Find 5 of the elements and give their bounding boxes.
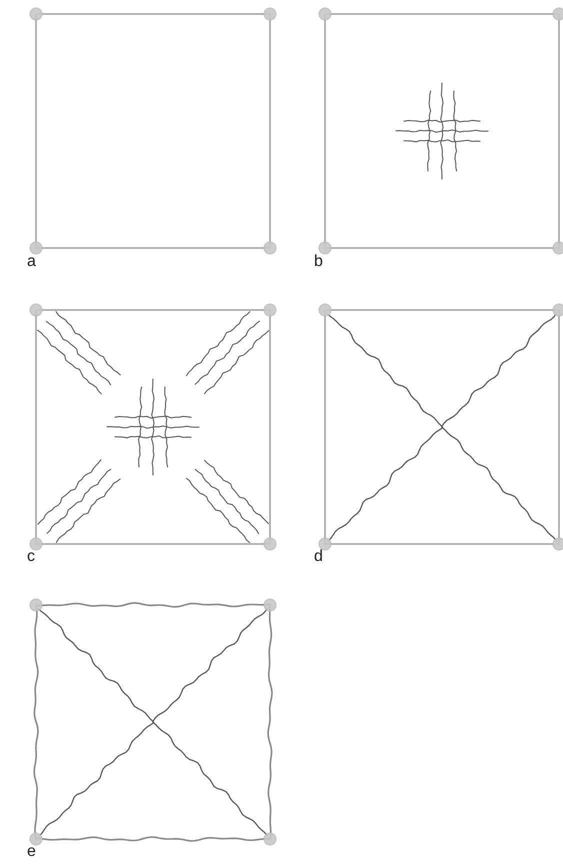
panel-label: c <box>27 549 35 565</box>
panel-label: a <box>27 254 36 270</box>
panel-label: b <box>314 254 323 270</box>
panel-label: d <box>314 549 323 565</box>
panel-label: e <box>27 844 36 860</box>
